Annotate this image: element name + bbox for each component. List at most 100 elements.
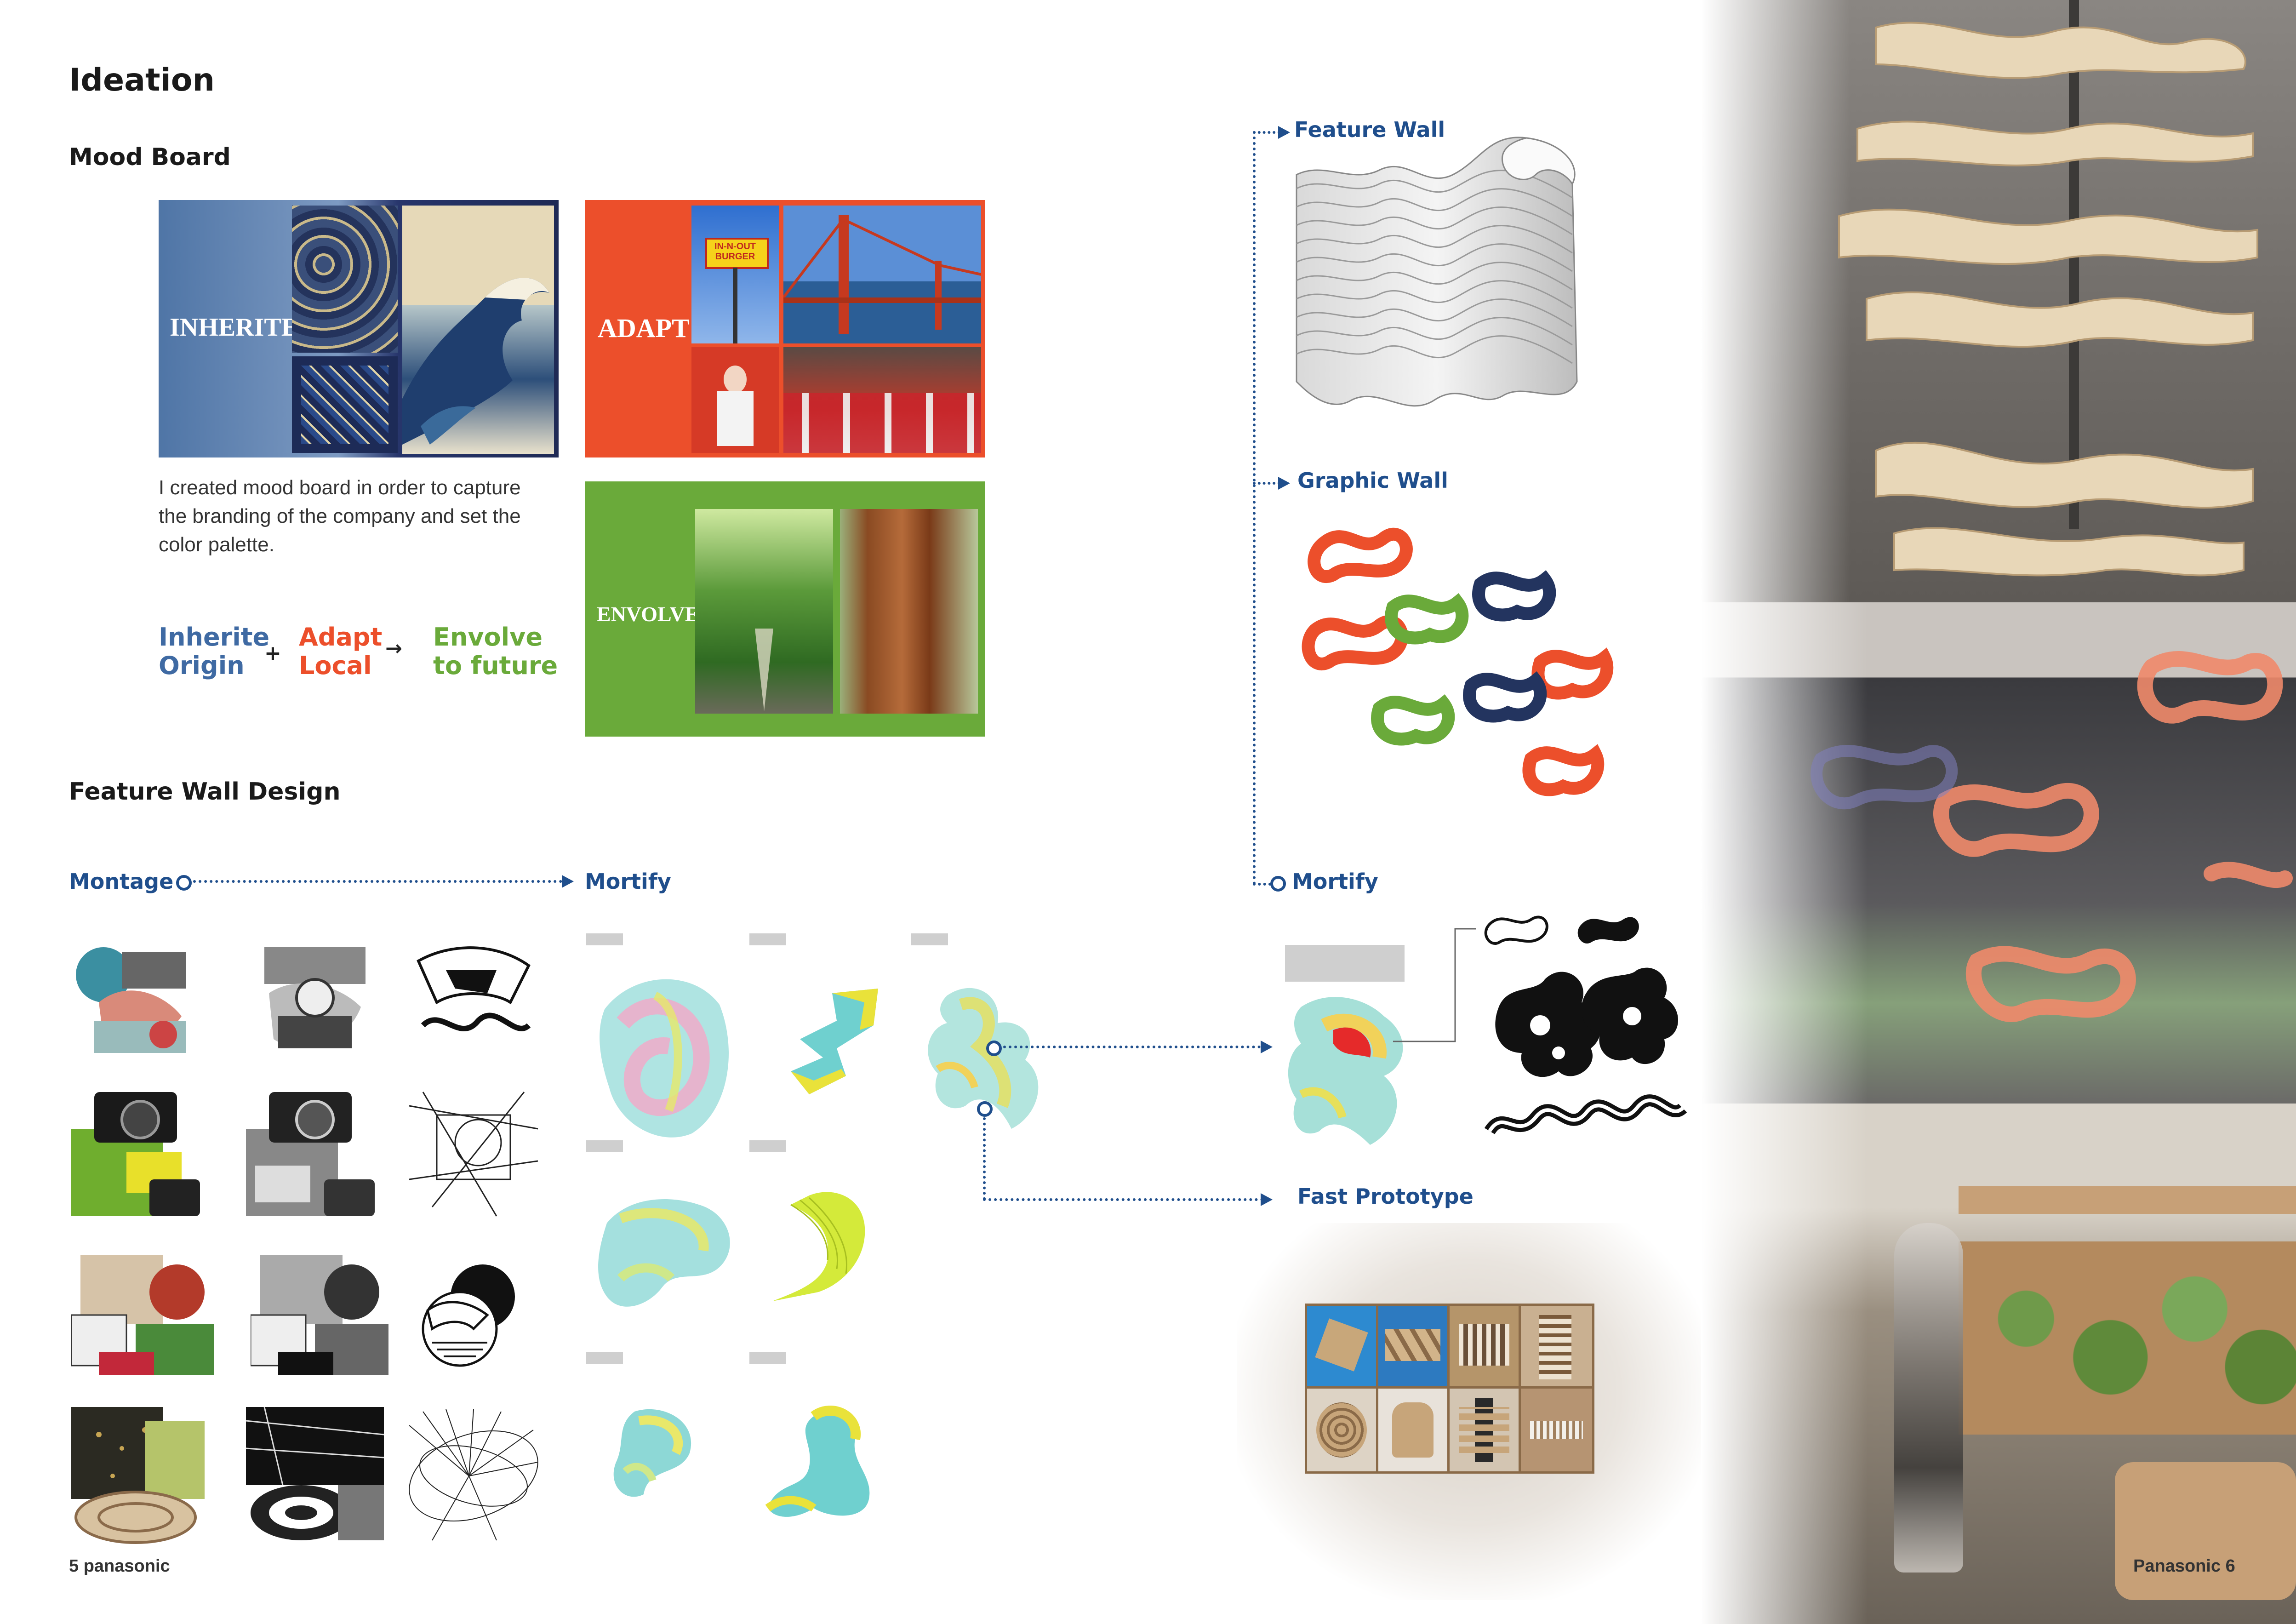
mortify-shape-1 bbox=[591, 959, 742, 1147]
arrow-right-icon bbox=[562, 875, 574, 888]
source-thumbnail-strip bbox=[586, 933, 623, 945]
wood-sculpture-photo bbox=[1701, 0, 2296, 602]
page-title: Ideation bbox=[69, 62, 215, 98]
arrow-right-icon bbox=[1261, 1193, 1273, 1206]
mortify-2-connector bbox=[1253, 883, 1271, 886]
montage-line-drawing-3 bbox=[414, 1260, 533, 1370]
prototype-photo-4 bbox=[1521, 1306, 1592, 1386]
equation-inherite: Inherite Origin bbox=[159, 623, 269, 680]
prototype-photo-3 bbox=[1450, 1306, 1519, 1386]
equation-adapt: Adapt Local bbox=[299, 623, 382, 680]
mortify-to-refine-connector-line bbox=[1003, 1046, 1261, 1048]
equation-inherite-line2: Origin bbox=[159, 651, 245, 680]
equation-arrow: → bbox=[385, 637, 402, 660]
source-thumbnail-strip bbox=[586, 1352, 623, 1364]
mortify-shape-3 bbox=[920, 977, 1057, 1133]
fast-prototype-photo-grid bbox=[1305, 1304, 1594, 1474]
office-interior-photo bbox=[1701, 602, 2296, 1104]
wall-connector-vertical bbox=[1253, 131, 1256, 885]
montage-collage-bw-1 bbox=[246, 933, 384, 1064]
mood-word-adapt: ADAPT bbox=[598, 313, 690, 343]
prototype-photo-6 bbox=[1378, 1389, 1447, 1471]
kimono-pattern-image bbox=[292, 206, 398, 353]
equation-plus: + bbox=[264, 641, 281, 665]
fast-prototype-label: Fast Prototype bbox=[1297, 1184, 1474, 1209]
montage-line-drawing-4 bbox=[405, 1407, 543, 1545]
mood-word-envolve: ENVOLVE bbox=[597, 602, 699, 626]
source-thumbnail-strip bbox=[1285, 945, 1405, 982]
fast-prototype-connector-horizontal bbox=[983, 1198, 1263, 1201]
black-graphic-studies bbox=[1480, 901, 1692, 1168]
in-n-out-sign-image: IN-N-OUT BURGER bbox=[691, 206, 779, 343]
arrow-right-icon bbox=[1278, 477, 1290, 490]
source-thumbnail-strip bbox=[586, 1140, 623, 1152]
source-thumbnail-strip bbox=[749, 1140, 786, 1152]
football-team-image bbox=[783, 347, 981, 453]
in-n-out-sign-text: IN-N-OUT BURGER bbox=[714, 241, 756, 262]
source-thumbnail-strip bbox=[749, 933, 786, 945]
mortify-label-1: Mortify bbox=[585, 869, 671, 894]
equation-adapt-line2: Local bbox=[299, 651, 372, 680]
mortify-to-refine-connector-node bbox=[986, 1041, 1002, 1056]
golden-gate-bridge-image bbox=[783, 206, 981, 343]
equation-adapt-line1: Adapt bbox=[299, 623, 383, 652]
montage-collage-bw-3 bbox=[250, 1246, 393, 1379]
feature-wall-label: Feature Wall bbox=[1294, 117, 1445, 142]
prototype-photo-1 bbox=[1307, 1306, 1376, 1386]
mortify-shape-7 bbox=[759, 1402, 887, 1527]
mood-word-inherite: INHERITE bbox=[170, 313, 299, 342]
mortify-shape-6 bbox=[607, 1402, 713, 1508]
montage-collage-bw-4 bbox=[246, 1407, 384, 1545]
mood-tile-envolve: ENVOLVE bbox=[585, 481, 985, 737]
mortify-2-connector-node bbox=[1270, 876, 1286, 892]
prototype-photo-5 bbox=[1307, 1389, 1376, 1471]
mortify-shape-2 bbox=[782, 984, 892, 1104]
baseball-player-image bbox=[691, 347, 779, 453]
great-wave-image bbox=[402, 206, 554, 454]
montage-collage-color-3 bbox=[70, 1246, 223, 1379]
lobby-planter-photo bbox=[1701, 1104, 2296, 1624]
mood-tile-adapt: ADAPT IN-N-OUT BURGER bbox=[585, 200, 985, 457]
montage-line-drawing-2 bbox=[405, 1087, 543, 1218]
graphic-wall-pattern bbox=[1296, 515, 1618, 828]
prototype-photo-7 bbox=[1450, 1389, 1519, 1471]
feature-wall-connector bbox=[1253, 131, 1280, 134]
mortify-refined-shape bbox=[1283, 989, 1421, 1154]
arrow-right-icon bbox=[1278, 126, 1290, 139]
kimono-image bbox=[292, 356, 398, 453]
redwood-trees-image bbox=[840, 509, 978, 714]
prototype-photo-8 bbox=[1521, 1389, 1592, 1471]
equation-envolve-line2: to future bbox=[433, 651, 558, 680]
mortify-shape-4 bbox=[593, 1186, 745, 1320]
montage-collage-color-2 bbox=[71, 1087, 209, 1218]
source-thumbnail-strip bbox=[911, 933, 948, 945]
feature-wall-render bbox=[1287, 124, 1600, 423]
equation-envolve-line1: Envolve bbox=[433, 623, 543, 652]
fast-prototype-connector-node bbox=[977, 1101, 993, 1117]
mood-tile-inherite: INHERITE bbox=[159, 200, 559, 457]
mortify-label-2: Mortify bbox=[1292, 869, 1378, 894]
footer-right-page-number: Panasonic 6 bbox=[2133, 1556, 2235, 1576]
mood-board-description: I created mood board in order to capture… bbox=[159, 476, 521, 556]
arrow-right-icon bbox=[1261, 1041, 1273, 1053]
montage-collage-color-4 bbox=[71, 1407, 209, 1545]
bamboo-forest-image bbox=[695, 509, 833, 714]
montage-connector-node bbox=[176, 875, 192, 891]
mortify-shape-5 bbox=[754, 1177, 892, 1315]
source-thumbnail-strip bbox=[749, 1352, 786, 1364]
feature-wall-design-heading: Feature Wall Design bbox=[69, 778, 341, 806]
callout-line bbox=[1393, 928, 1476, 1042]
montage-collage-bw-2 bbox=[246, 1087, 384, 1218]
graphic-wall-connector bbox=[1253, 482, 1280, 485]
montage-collage-color-1 bbox=[71, 933, 209, 1064]
montage-label: Montage bbox=[69, 869, 174, 894]
equation-inherite-line1: Inherite bbox=[159, 623, 270, 652]
fast-prototype-connector-vertical bbox=[983, 1117, 986, 1200]
prototype-photo-2 bbox=[1378, 1306, 1447, 1386]
mood-board-heading: Mood Board bbox=[69, 143, 231, 171]
montage-connector-line bbox=[193, 880, 568, 883]
montage-line-drawing-1 bbox=[405, 933, 543, 1064]
graphic-wall-label: Graphic Wall bbox=[1297, 468, 1448, 493]
footer-left-page-number: 5 panasonic bbox=[69, 1556, 170, 1576]
equation-envolve: Envolve to future bbox=[433, 623, 558, 680]
